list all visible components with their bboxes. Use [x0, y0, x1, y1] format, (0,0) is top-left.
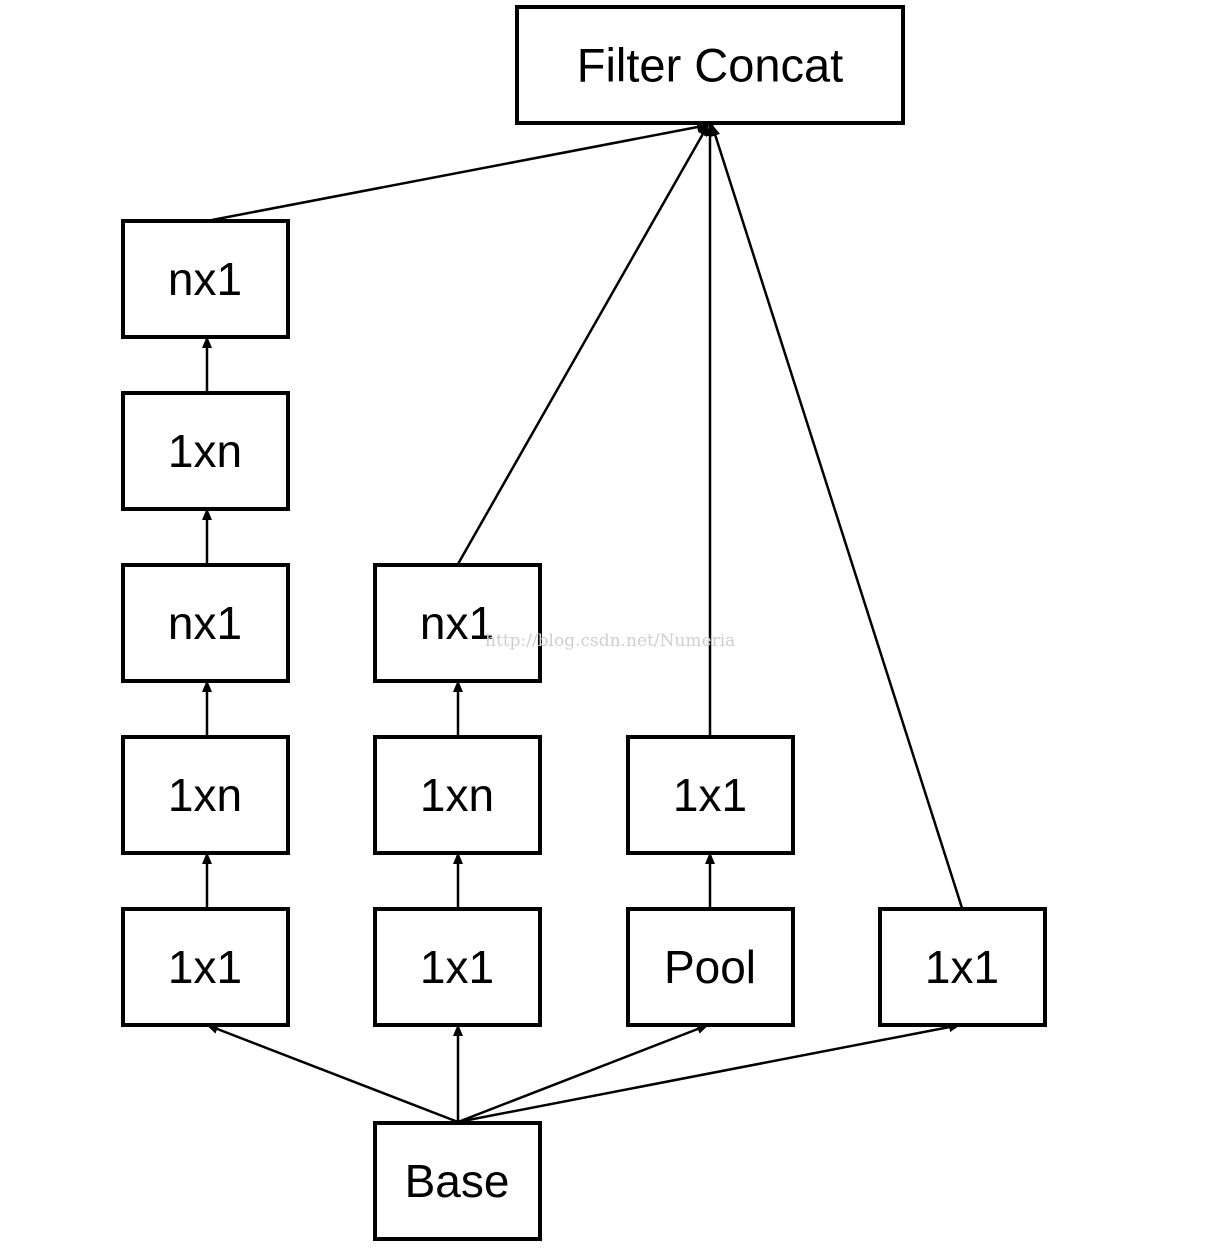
watermark-text: http://blog.csdn.net/Numeria [485, 631, 735, 651]
branch-1-1xn-label: 1xn [168, 769, 242, 821]
branch-1-1x1-label: 1x1 [168, 941, 242, 993]
branch-2-nx1-label: nx1 [420, 597, 494, 649]
branch-3-1x1-node: 1x1 [626, 735, 795, 855]
branch-2-nx1-node: nx1 [373, 563, 542, 683]
edge-b1-to-concat [211, 122, 709, 222]
branch-4-1x1-node: 1x1 [878, 907, 1047, 1027]
branch-1-1xn-node: 1xn [121, 735, 290, 855]
branch-2-1xn-node: 1xn [373, 735, 542, 855]
filter-concat-node: Filter Concat [515, 5, 905, 125]
edge-base-to-pool [457, 1023, 709, 1124]
branch-4-1x1-label: 1x1 [925, 941, 999, 993]
base-label: Base [405, 1155, 510, 1207]
branch-2-1xn-label: 1xn [420, 769, 494, 821]
branch-3-pool-label: Pool [664, 941, 756, 993]
branch-2-1x1-node: 1x1 [373, 907, 542, 1027]
branch-1-1xn-top-label: 1xn [168, 425, 242, 477]
branch-1-nx1-top-node: nx1 [121, 219, 290, 339]
base-node: Base [373, 1121, 542, 1241]
filter-concat-label: Filter Concat [577, 39, 843, 92]
branch-1-1xn-top-node: 1xn [121, 391, 290, 511]
branch-1-nx1-top-label: nx1 [168, 253, 242, 305]
edge-base-to-b4-1x1 [457, 1022, 961, 1124]
branch-3-pool-node: Pool [626, 907, 795, 1027]
branch-3-1x1-label: 1x1 [673, 769, 747, 821]
edge-b4-to-concat [710, 124, 964, 909]
branch-1-nx1-node: nx1 [121, 563, 290, 683]
branch-1-nx1-label: nx1 [168, 597, 242, 649]
branch-2-1x1-label: 1x1 [420, 941, 494, 993]
edge-base-to-b1-1x1 [206, 1023, 459, 1124]
edge-b2-to-concat [456, 124, 710, 565]
branch-1-1x1-node: 1x1 [121, 907, 290, 1027]
edges [202, 122, 964, 1124]
